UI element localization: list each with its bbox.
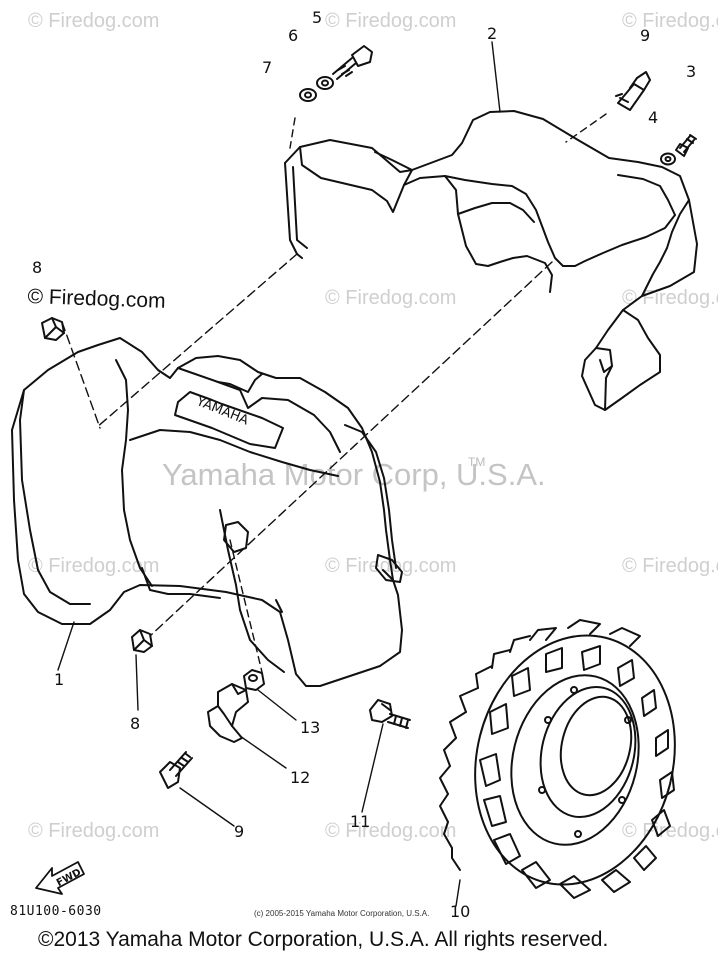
nut-8-lower (131, 629, 153, 653)
grommet-13 (243, 669, 265, 691)
watermark-firedog: © Firedog.com (28, 10, 160, 32)
nut-8-upper (41, 317, 65, 341)
callout-5: 5 (312, 8, 323, 27)
copyright-footer: ©2013 Yamaha Motor Corporation, U.S.A. A… (38, 928, 609, 951)
callout-3: 3 (686, 62, 697, 81)
part-code: 81U100-6030 (10, 904, 102, 919)
watermark-firedog: © Firedog.com (325, 820, 457, 842)
fwd-label: FWD (55, 867, 83, 889)
callout-8-upper: 8 (32, 258, 43, 277)
small-copyright: (c) 2005-2015 Yamaha Motor Corporation, … (254, 909, 430, 918)
watermark-tm: TM (468, 455, 486, 469)
callout-6: 6 (288, 26, 299, 45)
callout-10: 10 (450, 902, 471, 921)
bolt-3 (675, 134, 697, 157)
callout-9-upper: 9 (640, 26, 651, 45)
washer-6 (316, 76, 334, 90)
callout-11: 11 (350, 812, 371, 831)
washer-7 (299, 88, 317, 102)
callout-12: 12 (290, 768, 311, 787)
callout-2: 2 (487, 24, 498, 43)
callout-7: 7 (262, 58, 273, 77)
yamaha-logo: YAMAHA (193, 394, 250, 429)
callout-13: 13 (300, 718, 321, 737)
watermark-firedog: © Firedog.com (622, 555, 718, 577)
watermark-firedog: © Firedog.com (325, 287, 457, 309)
washer-4 (660, 152, 676, 166)
bolt-5 (332, 45, 373, 80)
watermark-firedog: © Firedog.com (325, 10, 457, 32)
callout-8-lower: 8 (130, 714, 141, 733)
callout-9-lower: 9 (234, 822, 245, 841)
bolt-11 (369, 699, 411, 729)
watermark-firedog: © Firedog.com (28, 820, 160, 842)
callout-4: 4 (648, 108, 659, 127)
callout-1: 1 (54, 670, 65, 689)
watermark-firedog: © Firedog.com (28, 555, 160, 577)
watermark-firedog: © Firedog.com (622, 287, 718, 309)
main-shroud (11, 337, 403, 687)
fwd-arrow-icon (35, 861, 85, 895)
watermark-yamaha: Yamaha Motor Corp, U.S.A. (162, 457, 546, 492)
bolt-9-lower (159, 751, 193, 789)
flywheel (439, 619, 676, 899)
bolt-9-top (615, 71, 651, 111)
watermark-firedog: © Firedog.com (622, 10, 718, 32)
upper-shroud (284, 110, 698, 411)
clip-12 (207, 683, 249, 743)
